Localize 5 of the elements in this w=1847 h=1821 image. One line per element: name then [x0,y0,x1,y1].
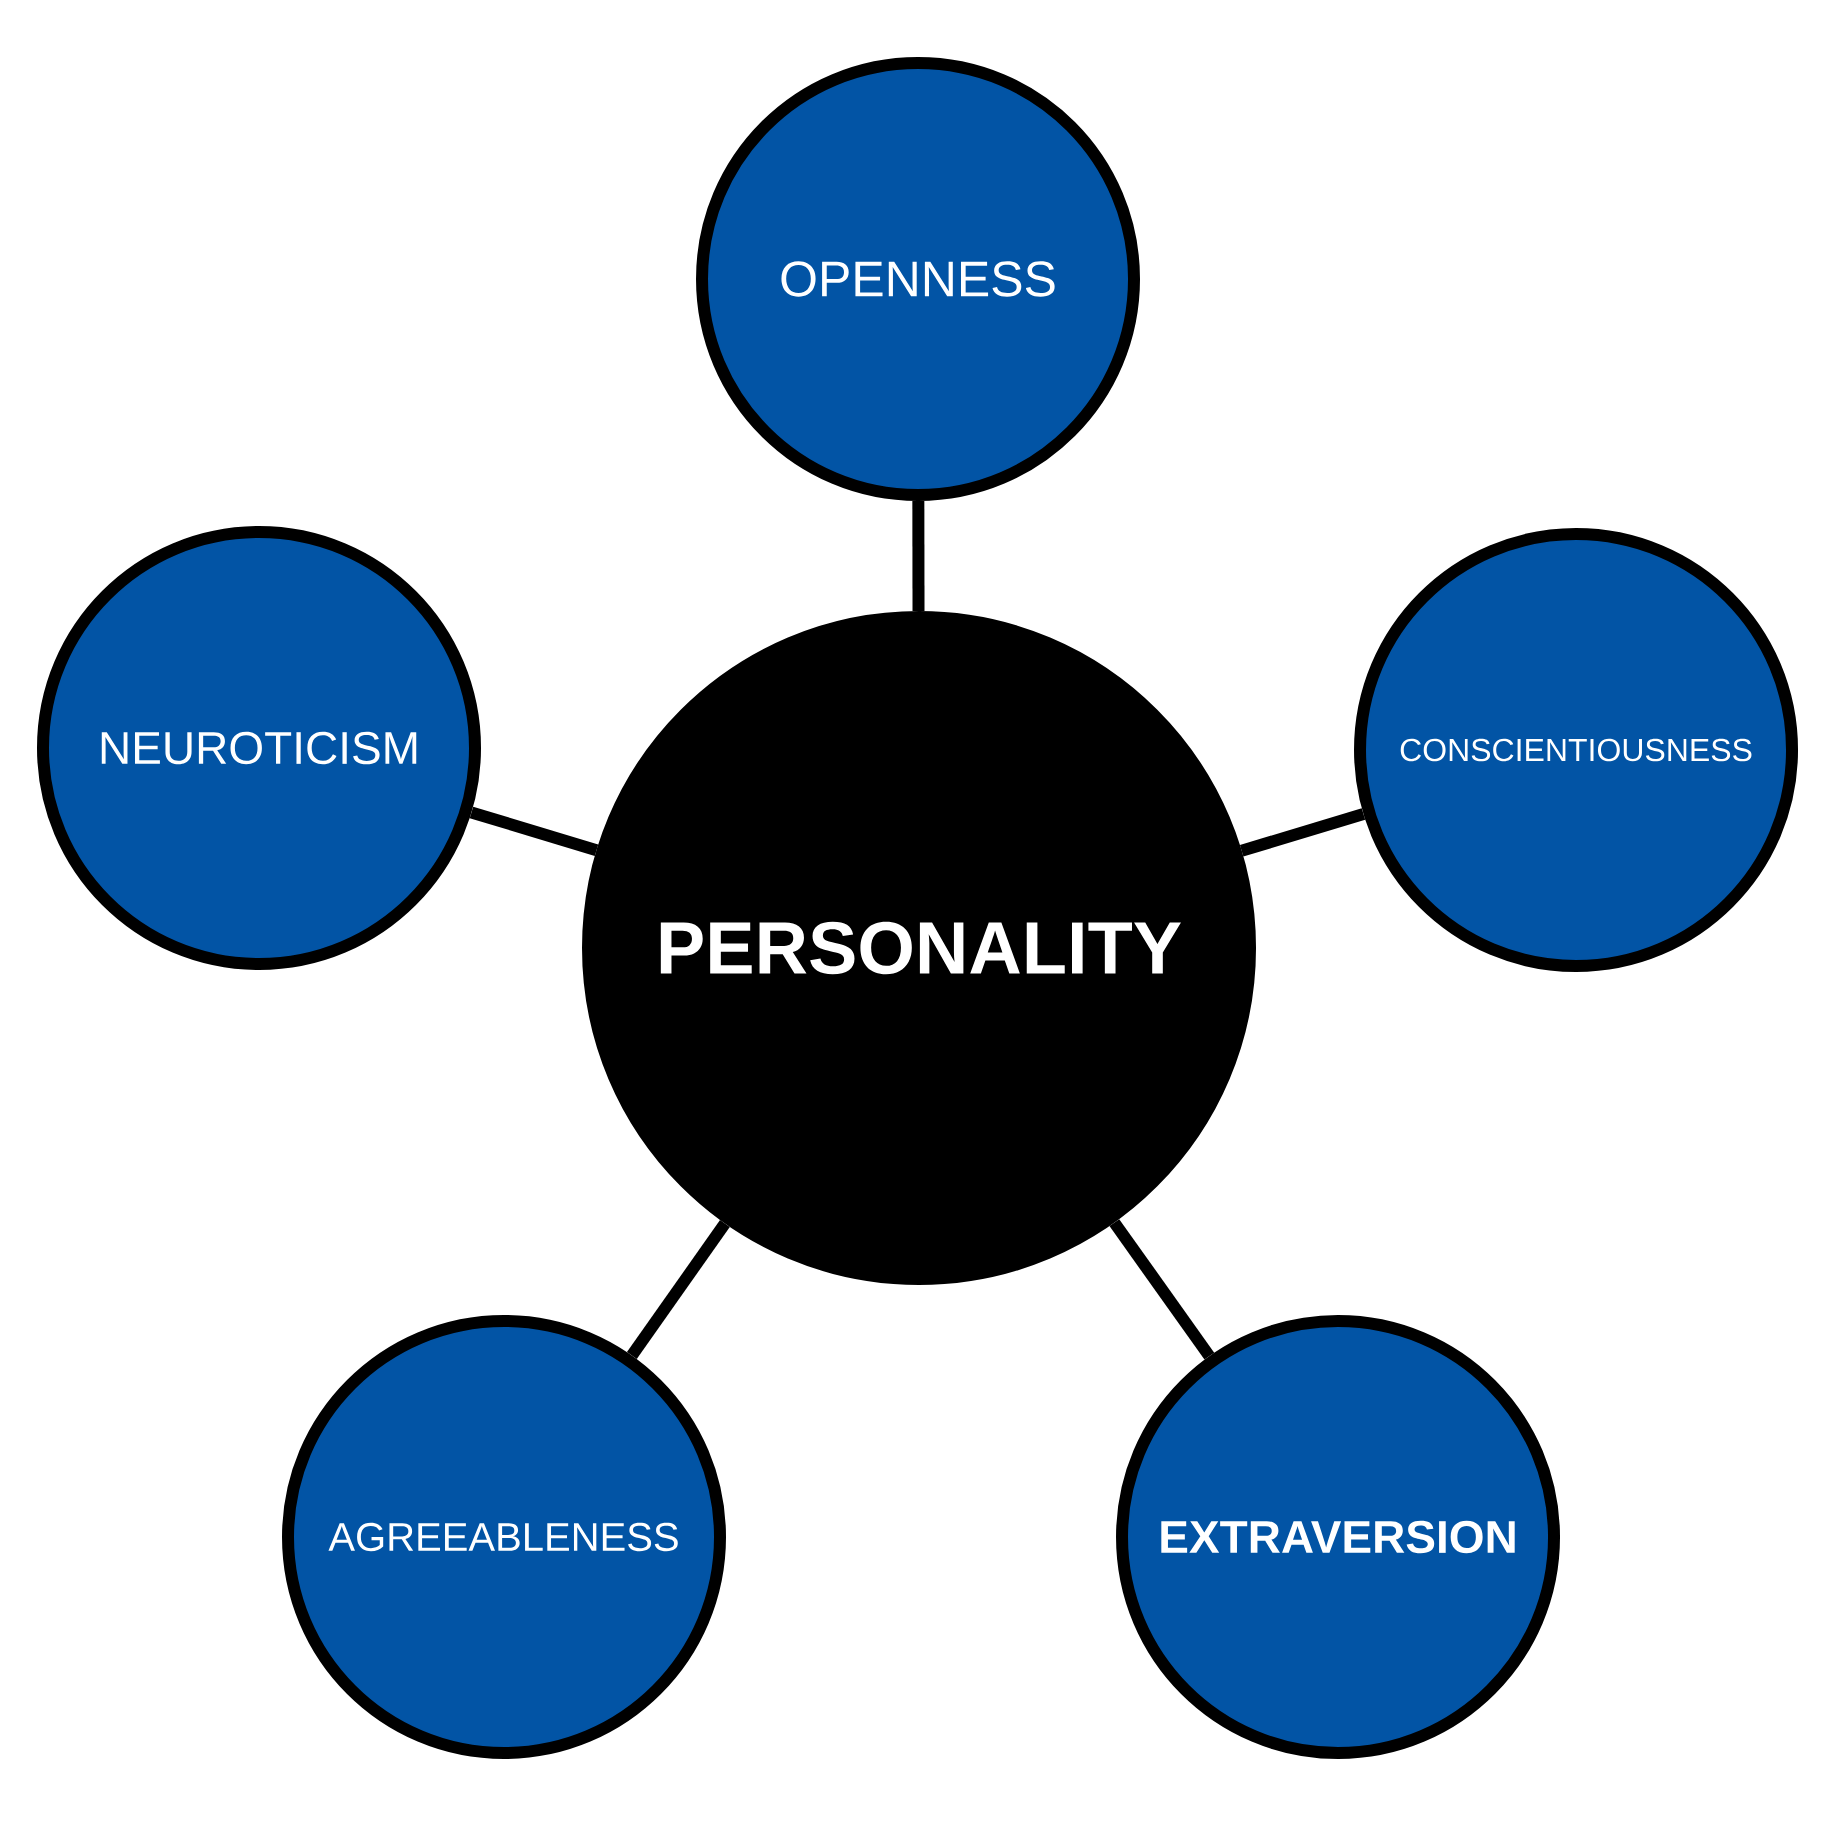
connector-line [1239,808,1366,857]
connector-line [1109,1219,1215,1360]
connector-line [912,500,925,612]
connector-line [626,1220,730,1359]
connector-line [469,806,599,857]
